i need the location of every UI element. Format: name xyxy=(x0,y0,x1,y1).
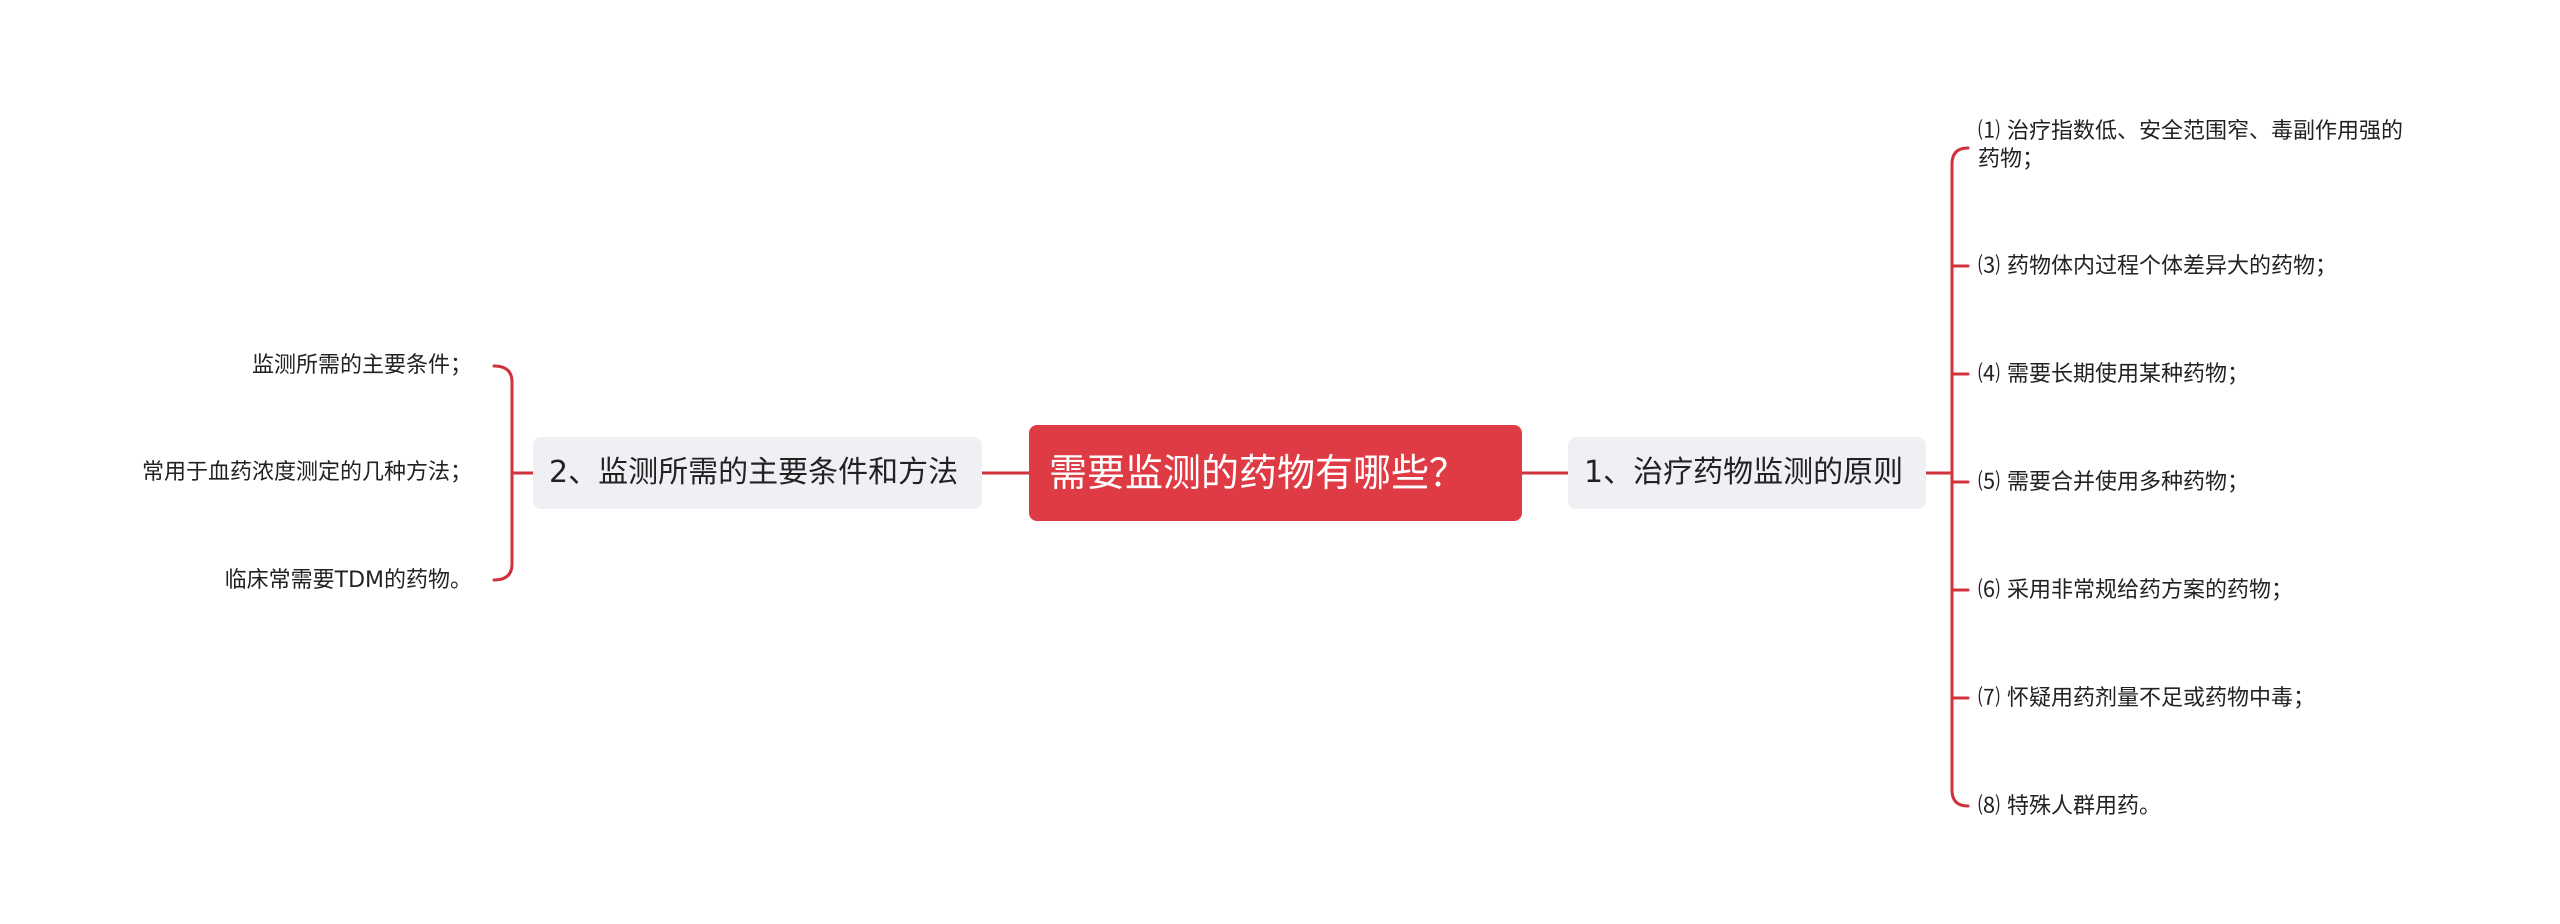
leaf-concentration-methods[interactable]: 常用于血药浓度测定的几种方法； xyxy=(141,460,472,485)
branch-monitoring-principles[interactable]: 1、治疗药物监测的原则 xyxy=(1568,437,1926,509)
leaf-main-conditions[interactable]: 监测所需的主要条件； xyxy=(251,353,472,378)
leaf-principle-1-line1: ⑴ 治疗指数低、安全范围窄、毒副作用强的 xyxy=(1978,119,2403,144)
leaf-principle-6[interactable]: ⑹ 采用非常规给药方案的药物； xyxy=(1978,578,2293,603)
leaf-principle-7[interactable]: ⑺ 怀疑用药剂量不足或药物中毒； xyxy=(1978,686,2315,711)
leaf-principle-4[interactable]: ⑷ 需要长期使用某种药物； xyxy=(1978,362,2249,387)
left-bracket xyxy=(492,364,514,582)
leaf-principle-8[interactable]: ⑻ 特殊人群用药。 xyxy=(1978,794,2161,819)
leaf-tdm-drugs[interactable]: 临床常需要TDM的药物。 xyxy=(224,568,472,593)
leaf-principle-1[interactable]: ⑴ 治疗指数低、安全范围窄、毒副作用强的 药物； xyxy=(1978,118,2403,174)
branch-conditions-and-methods[interactable]: 2、监测所需的主要条件和方法 xyxy=(533,437,982,509)
leaf-principle-1-line2: 药物； xyxy=(1978,147,2045,172)
leaf-principle-5[interactable]: ⑸ 需要合并使用多种药物； xyxy=(1978,470,2249,495)
right-bracket xyxy=(1950,146,1970,808)
root-topic[interactable]: 需要监测的药物有哪些？ xyxy=(1029,425,1522,521)
leaf-principle-3[interactable]: ⑶ 药物体内过程个体差异大的药物； xyxy=(1978,254,2337,279)
